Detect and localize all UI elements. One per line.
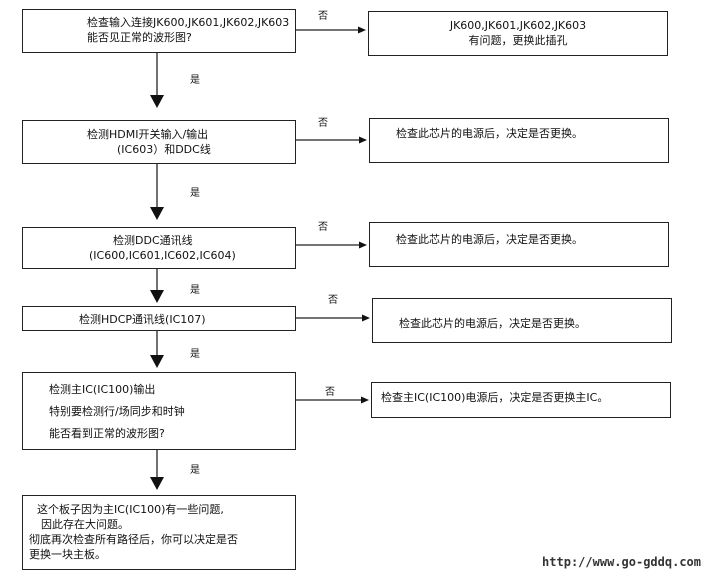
yes-label: 是 bbox=[190, 75, 200, 86]
action-text: 检查此芯片的电源后，决定是否更换。 bbox=[399, 317, 586, 330]
action-text: 有问题，更换此插孔 bbox=[468, 34, 568, 47]
no-label: 否 bbox=[328, 295, 338, 306]
action-text: 检查主IC(IC100)电源后，决定是否更换主IC。 bbox=[381, 391, 609, 404]
no-arrow-head bbox=[361, 396, 369, 404]
yes-arrow-head bbox=[150, 290, 164, 303]
decision-text: 能否看到正常的波形图? bbox=[49, 427, 165, 440]
no-arrow-head bbox=[358, 26, 366, 34]
decision-text: (IC600,IC601,IC602,IC604) bbox=[89, 249, 236, 262]
no-label: 否 bbox=[318, 11, 328, 22]
decision-box-hdmi-switch: 检测HDMI开关输入/输出 (IC603）和DDC线 bbox=[22, 120, 296, 164]
decision-text: 检查输入连接JK600,JK601,JK602,JK603 bbox=[87, 16, 290, 29]
no-label: 否 bbox=[318, 222, 328, 233]
decision-box-main-ic: 检测主IC(IC100)输出 特别要检测行/场同步和时钟 能否看到正常的波形图? bbox=[22, 372, 296, 450]
yes-label: 是 bbox=[190, 349, 200, 360]
no-label: 否 bbox=[318, 118, 328, 129]
action-box-replace-jack: JK600,JK601,JK602,JK603 有问题，更换此插孔 bbox=[368, 11, 668, 56]
decision-text: 检测HDMI开关输入/输出 bbox=[87, 128, 209, 141]
yes-label: 是 bbox=[190, 285, 200, 296]
decision-box-input-connectors: 检查输入连接JK600,JK601,JK602,JK603 能否见正常的波形图? bbox=[22, 9, 296, 53]
action-box-check-chip-power-2: 检查此芯片的电源后，决定是否更换。 bbox=[369, 222, 669, 267]
action-text: 检查此芯片的电源后，决定是否更换。 bbox=[396, 233, 583, 246]
action-text: JK600,JK601,JK602,JK603 bbox=[449, 19, 587, 32]
decision-text: 检测主IC(IC100)输出 bbox=[49, 383, 156, 396]
action-box-check-chip-power-3: 检查此芯片的电源后，决定是否更换。 bbox=[372, 298, 672, 343]
decision-text: (IC603）和DDC线 bbox=[117, 143, 211, 156]
no-arrow-head bbox=[359, 136, 367, 144]
final-box-replace-mainboard: 这个板子因为主IC(IC100)有一些问题, 因此存在大问题。 彻底再次检查所有… bbox=[22, 495, 296, 570]
final-text: 彻底再次检查所有路径后，你可以决定是否 bbox=[29, 533, 238, 546]
action-box-check-main-ic-power: 检查主IC(IC100)电源后，决定是否更换主IC。 bbox=[371, 382, 671, 418]
no-arrow-head bbox=[362, 314, 370, 322]
decision-text: 检测HDCP通讯线(IC107) bbox=[79, 313, 206, 326]
yes-label: 是 bbox=[190, 465, 200, 476]
final-text: 因此存在大问题。 bbox=[41, 518, 129, 531]
no-label: 否 bbox=[325, 387, 335, 398]
decision-box-hdcp-line: 检测HDCP通讯线(IC107) bbox=[22, 306, 296, 331]
yes-arrow-head bbox=[150, 355, 164, 368]
yes-arrow-head bbox=[150, 207, 164, 220]
yes-arrow-head bbox=[150, 477, 164, 490]
yes-label: 是 bbox=[190, 188, 200, 199]
decision-text: 能否见正常的波形图? bbox=[87, 31, 192, 44]
yes-arrow-head bbox=[150, 95, 164, 108]
decision-text: 特别要检测行/场同步和时钟 bbox=[49, 405, 185, 418]
action-box-check-chip-power-1: 检查此芯片的电源后，决定是否更换。 bbox=[369, 118, 669, 163]
decision-text: 检测DDC通讯线 bbox=[113, 234, 193, 247]
action-text: 检查此芯片的电源后，决定是否更换。 bbox=[396, 127, 583, 140]
no-arrow-head bbox=[359, 241, 367, 249]
source-url: http://www.go-gddq.com bbox=[542, 555, 701, 569]
decision-box-ddc-line: 检测DDC通讯线 (IC600,IC601,IC602,IC604) bbox=[22, 227, 296, 269]
final-text: 更换一块主板。 bbox=[29, 548, 106, 561]
final-text: 这个板子因为主IC(IC100)有一些问题, bbox=[37, 503, 224, 516]
